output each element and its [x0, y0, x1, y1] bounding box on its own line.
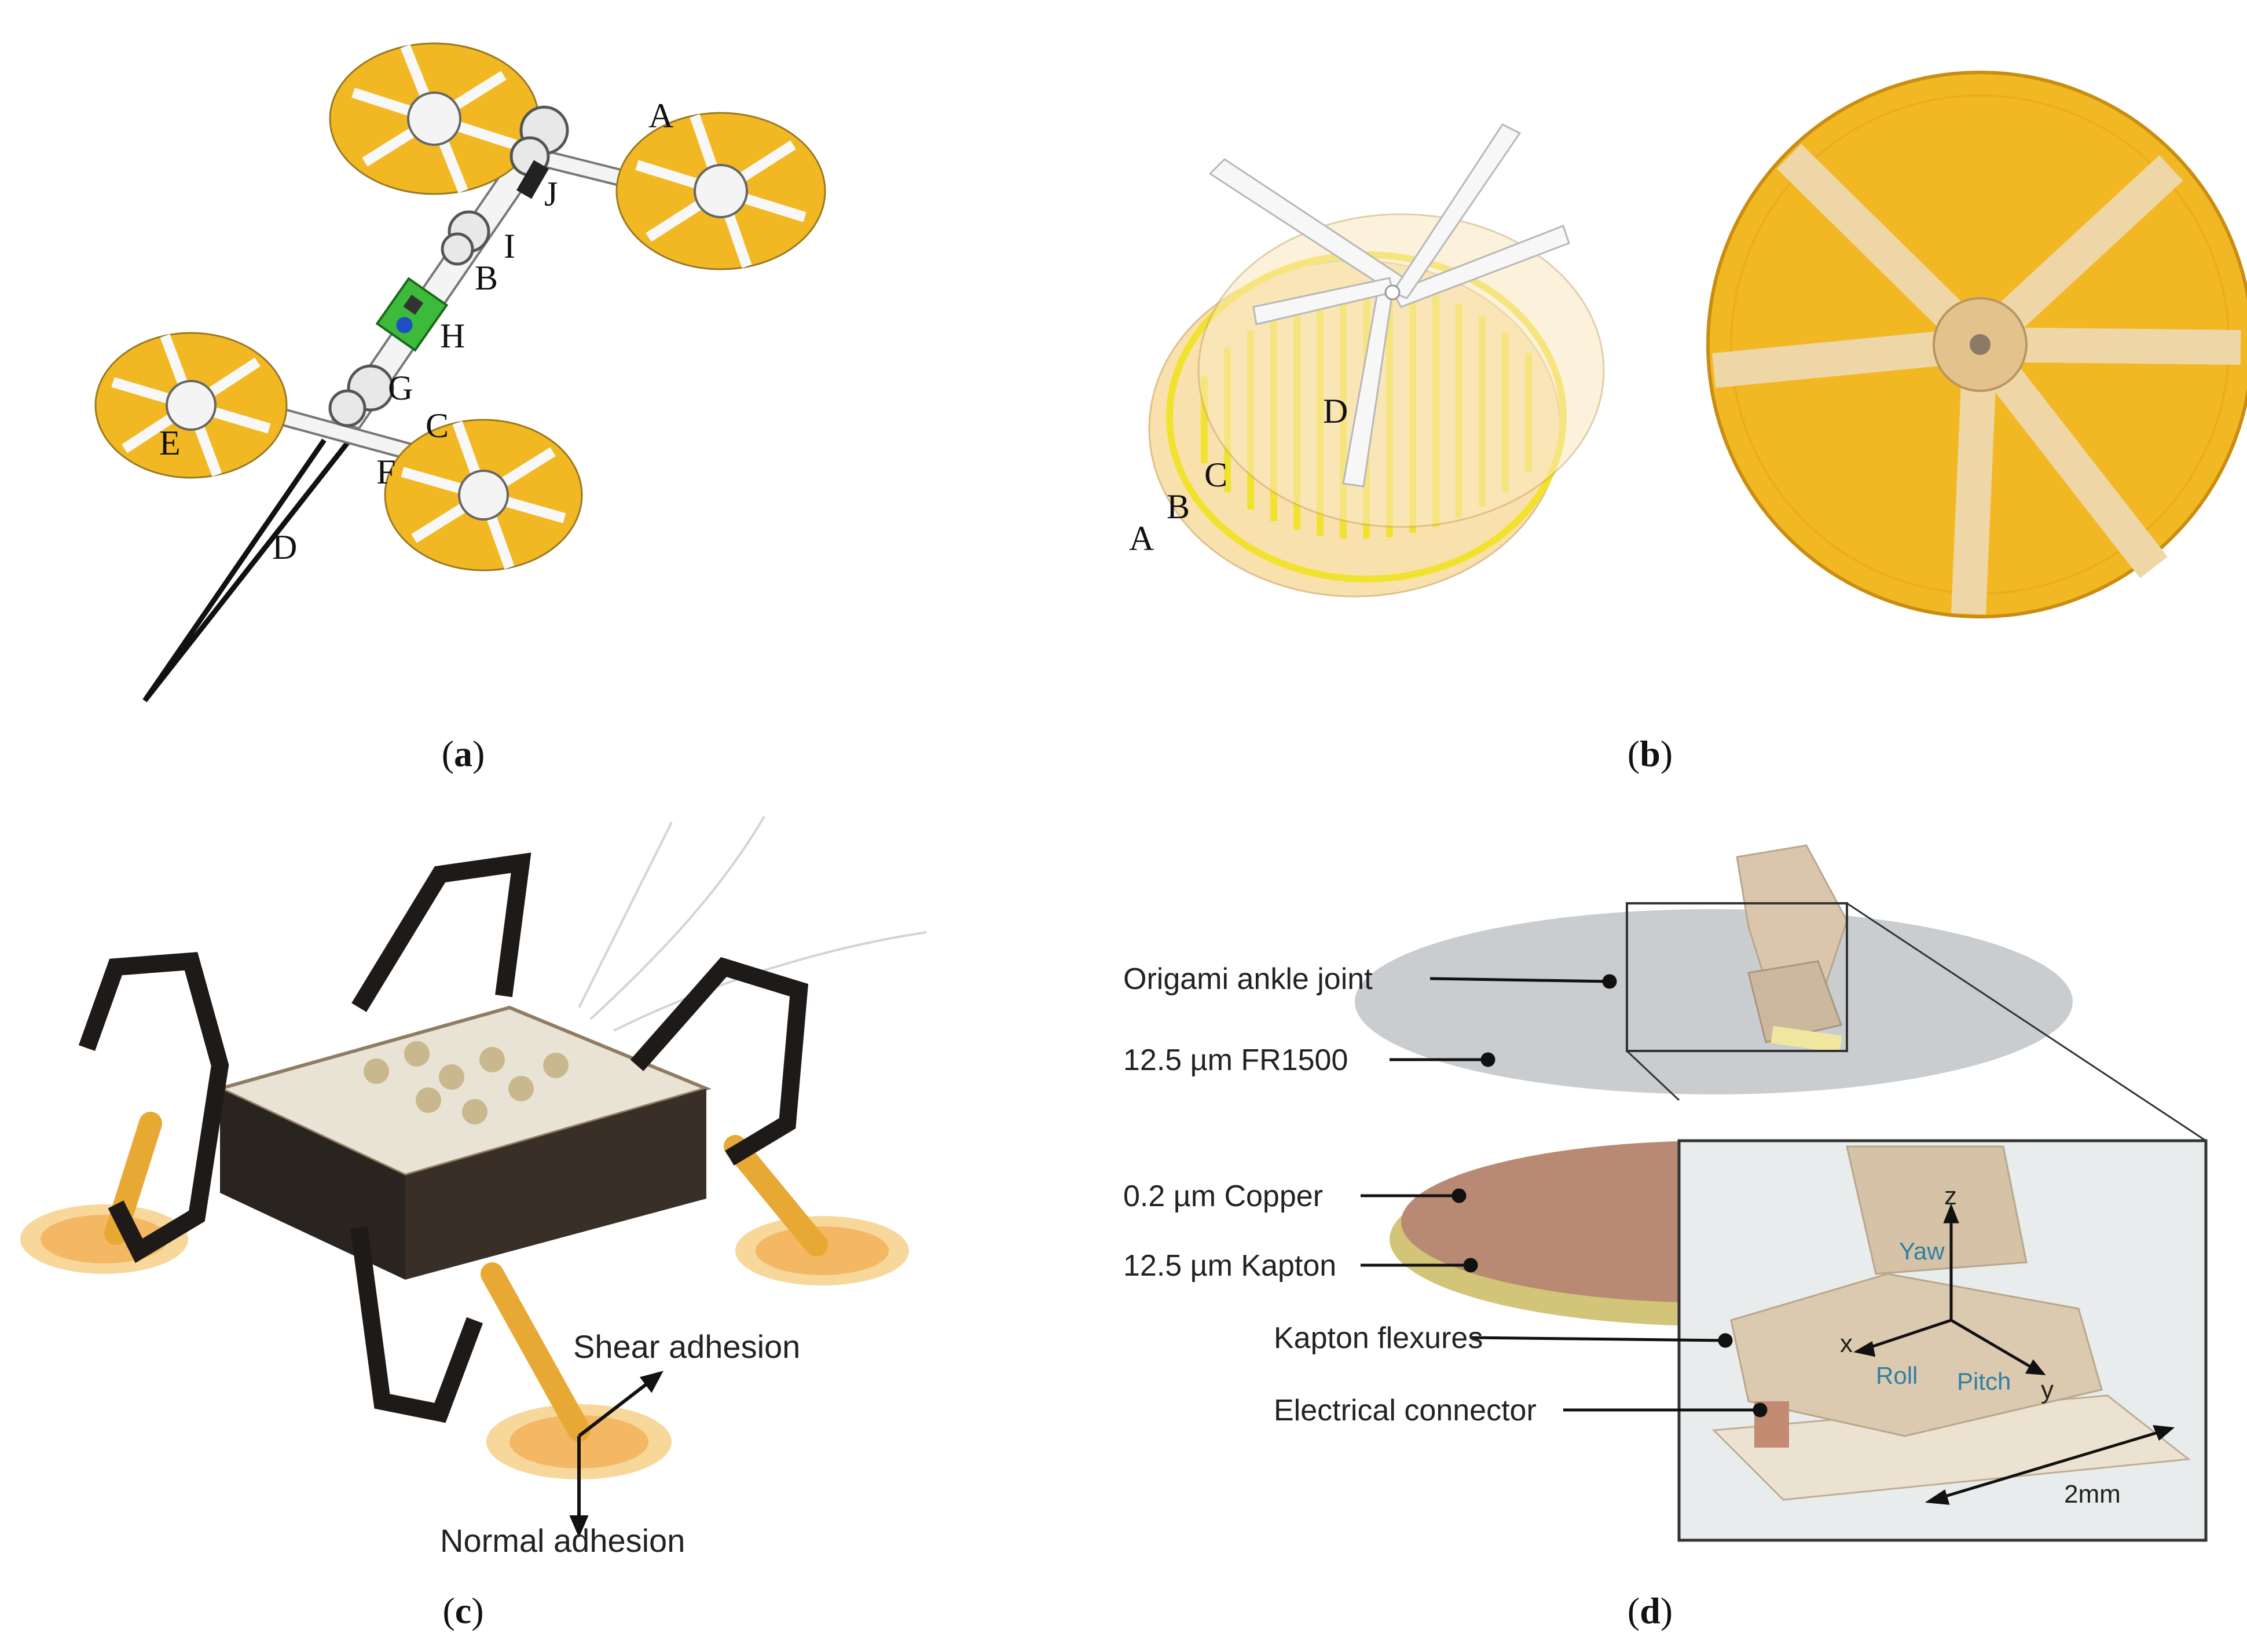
wires [578, 815, 927, 1032]
panel-d: z x y Yaw Roll Pitch 2mm Origami ankle j… [1123, 799, 2247, 1563]
label-c: C [1204, 456, 1227, 494]
carbon-loops [78, 852, 808, 1423]
zoom-source-box [1626, 902, 1848, 1052]
adhesion-arrows [569, 1371, 664, 1538]
roll-label: Roll [1876, 1362, 1918, 1389]
pcb-components [364, 1041, 569, 1124]
caption-a-outer: (a) [441, 733, 485, 774]
label-b: B [1167, 488, 1190, 526]
layer-label-electrical-connector: Electrical connector [1274, 1394, 1537, 1427]
leader-lines [1361, 974, 1768, 1417]
label-f: F [376, 453, 395, 491]
layer-fr1500-disc [1355, 909, 2073, 1094]
layer-label-copper: 0.2 µm Copper [1123, 1180, 1323, 1213]
label-normal-adhesion: Normal adhesion [440, 1522, 685, 1559]
label-h: H [440, 317, 465, 355]
label-d: D [272, 528, 297, 566]
panel-a: A J I B H G C E F D [0, 0, 1123, 730]
layer-label-kapton-flexures: Kapton flexures [1274, 1321, 1483, 1355]
pad-rear-right [384, 419, 583, 572]
pad-front-left [329, 42, 540, 195]
label-i: I [504, 227, 515, 265]
layer-b-disc [1197, 213, 1605, 528]
motor-j [516, 160, 549, 199]
scale-bar [1925, 1425, 2175, 1505]
axis-x-label: x [1840, 1329, 1853, 1358]
tail-d [142, 438, 350, 702]
upper-joint [1736, 844, 1848, 1053]
caption-c: (c) [442, 1590, 484, 1631]
label-shear-adhesion: Shear adhesion [573, 1328, 800, 1365]
label-b: B [475, 259, 498, 297]
label-g: G [388, 369, 413, 407]
pad-layer-diagram: D C B A [1129, 71, 2247, 618]
zoom-line-left [1626, 1050, 1680, 1101]
layer-label-origami-ankle-joint: Origami ankle joint [1123, 962, 1373, 996]
panel-b: D C B A [1123, 0, 2247, 730]
joint-axes [1853, 1203, 2046, 1375]
label-a: A [1129, 519, 1154, 558]
pad-rear-left [94, 332, 288, 479]
axis-z-label: z [1944, 1182, 1957, 1210]
pad-photo [1706, 71, 2247, 618]
inset-view [1677, 1139, 2208, 1542]
pad-front-right [615, 112, 826, 270]
label-a: A [648, 97, 673, 135]
label-c: C [426, 406, 449, 445]
layer-label-kapton: 12.5 µm Kapton [1123, 1249, 1336, 1283]
label-j: J [544, 175, 558, 213]
robot-cad-diagram: A J I B H G C E F D [94, 42, 826, 702]
ankle-joint-diagram: z x y Yaw Roll Pitch 2mm Origami ankle j… [1123, 844, 2208, 1542]
caption-b: (b) [1627, 733, 1673, 774]
panel-c: Shear adhesion Normal adhesion [0, 799, 1123, 1563]
caption-d: (d) [1627, 1590, 1673, 1631]
robot-photo: Shear adhesion Normal adhesion [20, 815, 927, 1559]
label-d: D [1323, 392, 1348, 430]
star-spokes [1208, 123, 1570, 488]
layer-label-fr1500: 12.5 µm FR1500 [1123, 1043, 1348, 1077]
scale-label: 2mm [2064, 1480, 2121, 1508]
pcb-h [375, 277, 449, 352]
zoom-line-right [1846, 902, 2206, 1142]
axis-y-label: y [2041, 1376, 2054, 1404]
label-e: E [159, 424, 181, 462]
pitch-label: Pitch [1957, 1368, 2011, 1395]
chassis-side [405, 1089, 706, 1280]
yaw-label: Yaw [1899, 1237, 1945, 1265]
gear-joints [328, 105, 569, 427]
